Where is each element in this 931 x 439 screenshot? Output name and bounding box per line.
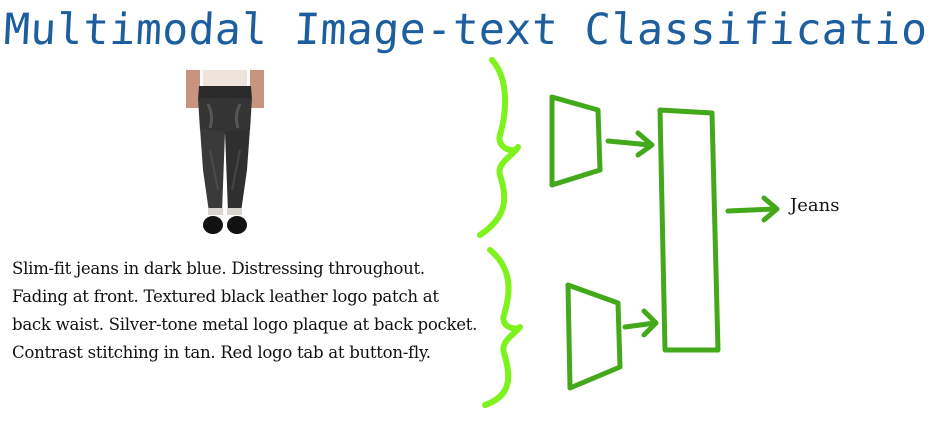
network-diagram-graphic bbox=[477, 57, 780, 408]
network-diagram bbox=[470, 55, 790, 415]
upper-brace bbox=[477, 57, 521, 238]
output-label: Jeans bbox=[790, 195, 840, 216]
text-to-fusion-arrow bbox=[622, 320, 658, 330]
text-encoder bbox=[565, 282, 623, 391]
fusion-classifier bbox=[657, 107, 721, 353]
diagram-title: Multimodal Image-text Classification bbox=[2, 5, 931, 55]
output-arrow bbox=[725, 206, 778, 214]
jeans-product-photo bbox=[180, 70, 270, 240]
image-to-fusion-arrow bbox=[605, 138, 653, 148]
jeans-photo-graphic bbox=[180, 70, 270, 240]
lower-brace bbox=[482, 247, 523, 408]
image-encoder bbox=[549, 94, 603, 188]
product-description: Slim-fit jeans in dark blue. Distressing… bbox=[12, 259, 478, 362]
